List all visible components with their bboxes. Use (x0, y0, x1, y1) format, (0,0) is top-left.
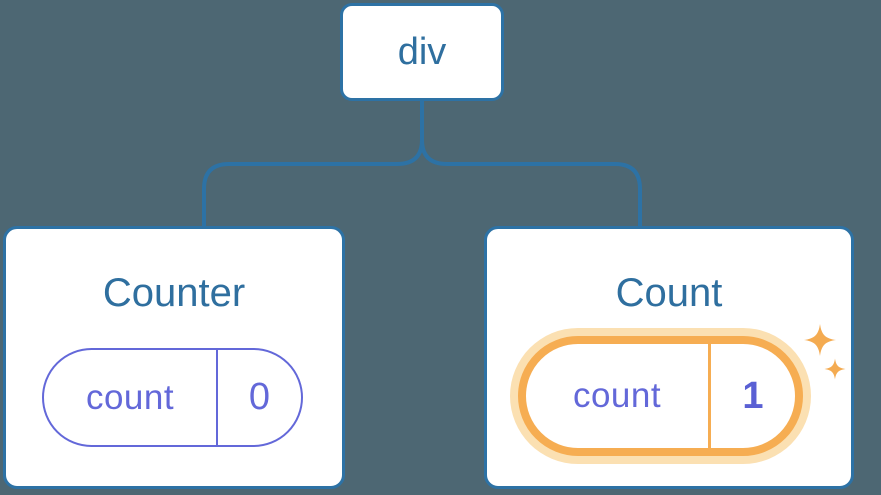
sparkle-small (824, 358, 846, 380)
component-card-count: Count count 1 (484, 226, 854, 489)
state-value: 1 (742, 374, 764, 417)
card-title-count: Count (615, 271, 723, 315)
state-key: count (526, 344, 711, 448)
sparkles-icon (804, 324, 846, 380)
sparkle-large (804, 324, 836, 356)
card-title-counter: Counter (102, 271, 246, 315)
connector-root-to-right (420, 101, 642, 227)
state-pill-count-highlighted: count 1 (518, 336, 803, 456)
root-node-label: div (397, 30, 447, 73)
state-pill-counter: count 0 (42, 348, 303, 447)
state-key: count (44, 350, 218, 445)
state-value: 0 (248, 376, 271, 418)
component-card-counter: Counter count 0 (3, 226, 345, 489)
connector-root-to-left (202, 101, 424, 227)
root-node: div (340, 3, 504, 101)
